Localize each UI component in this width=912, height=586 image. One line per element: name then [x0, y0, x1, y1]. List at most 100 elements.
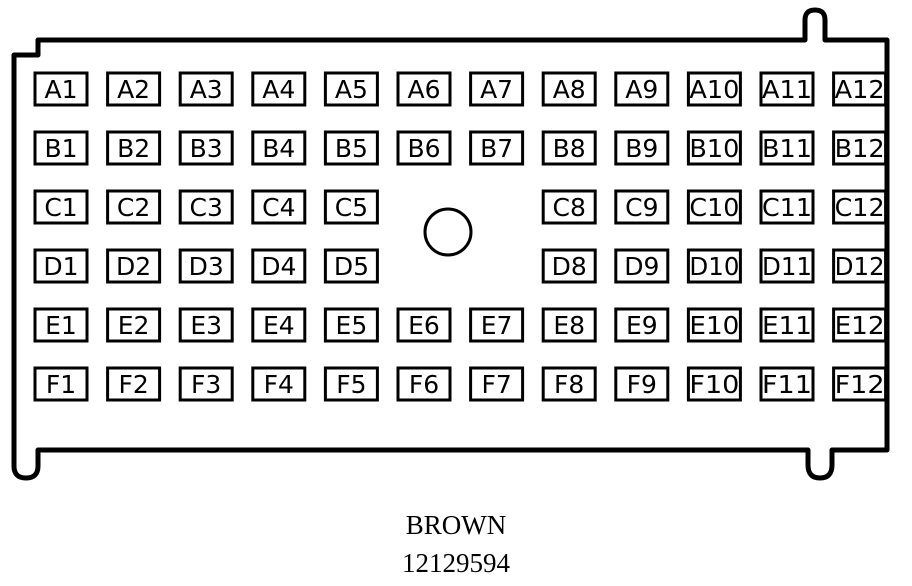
pin-label: D5: [334, 252, 369, 281]
pin-f5: F5: [323, 366, 379, 402]
pin-b5: B5: [323, 130, 379, 166]
pin-e1: E1: [33, 307, 89, 343]
pin-box: [832, 189, 888, 225]
pin-e2: E2: [106, 307, 162, 343]
pin-box: [614, 71, 670, 107]
pin-label: B3: [190, 134, 223, 163]
pin-box: [469, 130, 525, 166]
pin-e5: E5: [323, 307, 379, 343]
pin-box: [178, 130, 234, 166]
pin-box: [33, 248, 89, 284]
pin-label: F5: [336, 370, 366, 399]
pin-d8: D8: [541, 248, 597, 284]
pin-label: F1: [46, 370, 76, 399]
pin-box: [251, 248, 307, 284]
pin-b1: B1: [33, 130, 89, 166]
pin-box: [251, 189, 307, 225]
pin-label: B2: [117, 134, 150, 163]
pin-label: D10: [689, 252, 739, 281]
pin-box: [614, 366, 670, 402]
pin-e3: E3: [178, 307, 234, 343]
pin-box: [33, 189, 89, 225]
pin-f3: F3: [178, 366, 234, 402]
pin-a10: A10: [686, 71, 742, 107]
pin-e12: E12: [832, 307, 888, 343]
pin-box: [832, 130, 888, 166]
pin-label: E8: [553, 311, 585, 340]
pin-label: E1: [45, 311, 77, 340]
pin-f1: F1: [33, 366, 89, 402]
pin-box: [251, 366, 307, 402]
pin-a3: A3: [178, 71, 234, 107]
pin-label: B7: [480, 134, 513, 163]
pin-label: A9: [625, 75, 658, 104]
pin-box: [686, 366, 742, 402]
pin-box: [251, 130, 307, 166]
pin-label: D11: [762, 252, 812, 281]
pin-a1: A1: [33, 71, 89, 107]
pin-label: C5: [335, 193, 368, 222]
pin-c1: C1: [33, 189, 89, 225]
pin-label: B9: [625, 134, 658, 163]
pin-c10: C10: [686, 189, 742, 225]
pin-b8: B8: [541, 130, 597, 166]
pin-label: C10: [689, 193, 739, 222]
pin-a9: A9: [614, 71, 670, 107]
pin-d2: D2: [106, 248, 162, 284]
pin-box: [759, 366, 815, 402]
pin-label: A10: [689, 75, 739, 104]
pin-box: [396, 307, 452, 343]
pin-f10: F10: [686, 366, 742, 402]
pin-label: C3: [190, 193, 223, 222]
pin-b6: B6: [396, 130, 452, 166]
pin-f4: F4: [251, 366, 307, 402]
pin-box: [686, 71, 742, 107]
pin-label: E3: [190, 311, 222, 340]
pin-box: [686, 307, 742, 343]
pin-box: [106, 71, 162, 107]
pin-box: [614, 307, 670, 343]
pin-label: F11: [762, 370, 812, 399]
pin-label: B6: [407, 134, 440, 163]
pin-box: [469, 366, 525, 402]
pin-label: E12: [835, 311, 885, 340]
pin-label: E4: [263, 311, 295, 340]
pin-box: [178, 71, 234, 107]
pin-d1: D1: [33, 248, 89, 284]
pin-label: B8: [553, 134, 586, 163]
pin-box: [832, 71, 888, 107]
pin-label: D8: [552, 252, 587, 281]
pin-label: F3: [191, 370, 221, 399]
pin-d12: D12: [832, 248, 888, 284]
pin-label: D3: [189, 252, 224, 281]
pin-e9: E9: [614, 307, 670, 343]
pin-label: B10: [689, 134, 739, 163]
pin-label: F4: [264, 370, 294, 399]
pin-label: E7: [481, 311, 513, 340]
pin-label: C11: [762, 193, 812, 222]
pin-label: E6: [408, 311, 440, 340]
pin-box: [541, 366, 597, 402]
pin-box: [469, 71, 525, 107]
pin-b4: B4: [251, 130, 307, 166]
pin-b9: B9: [614, 130, 670, 166]
pin-box: [541, 248, 597, 284]
pin-box: [106, 307, 162, 343]
pin-box: [832, 307, 888, 343]
pin-label: B4: [262, 134, 295, 163]
pin-label: F2: [118, 370, 148, 399]
pin-box: [614, 248, 670, 284]
pin-label: A7: [480, 75, 513, 104]
pin-box: [323, 307, 379, 343]
pin-box: [759, 71, 815, 107]
pin-label: C4: [262, 193, 295, 222]
pin-d5: D5: [323, 248, 379, 284]
pin-box: [614, 130, 670, 166]
pin-label: F10: [689, 370, 739, 399]
pin-a8: A8: [541, 71, 597, 107]
pin-box: [106, 248, 162, 284]
pin-box: [469, 307, 525, 343]
pin-a2: A2: [106, 71, 162, 107]
